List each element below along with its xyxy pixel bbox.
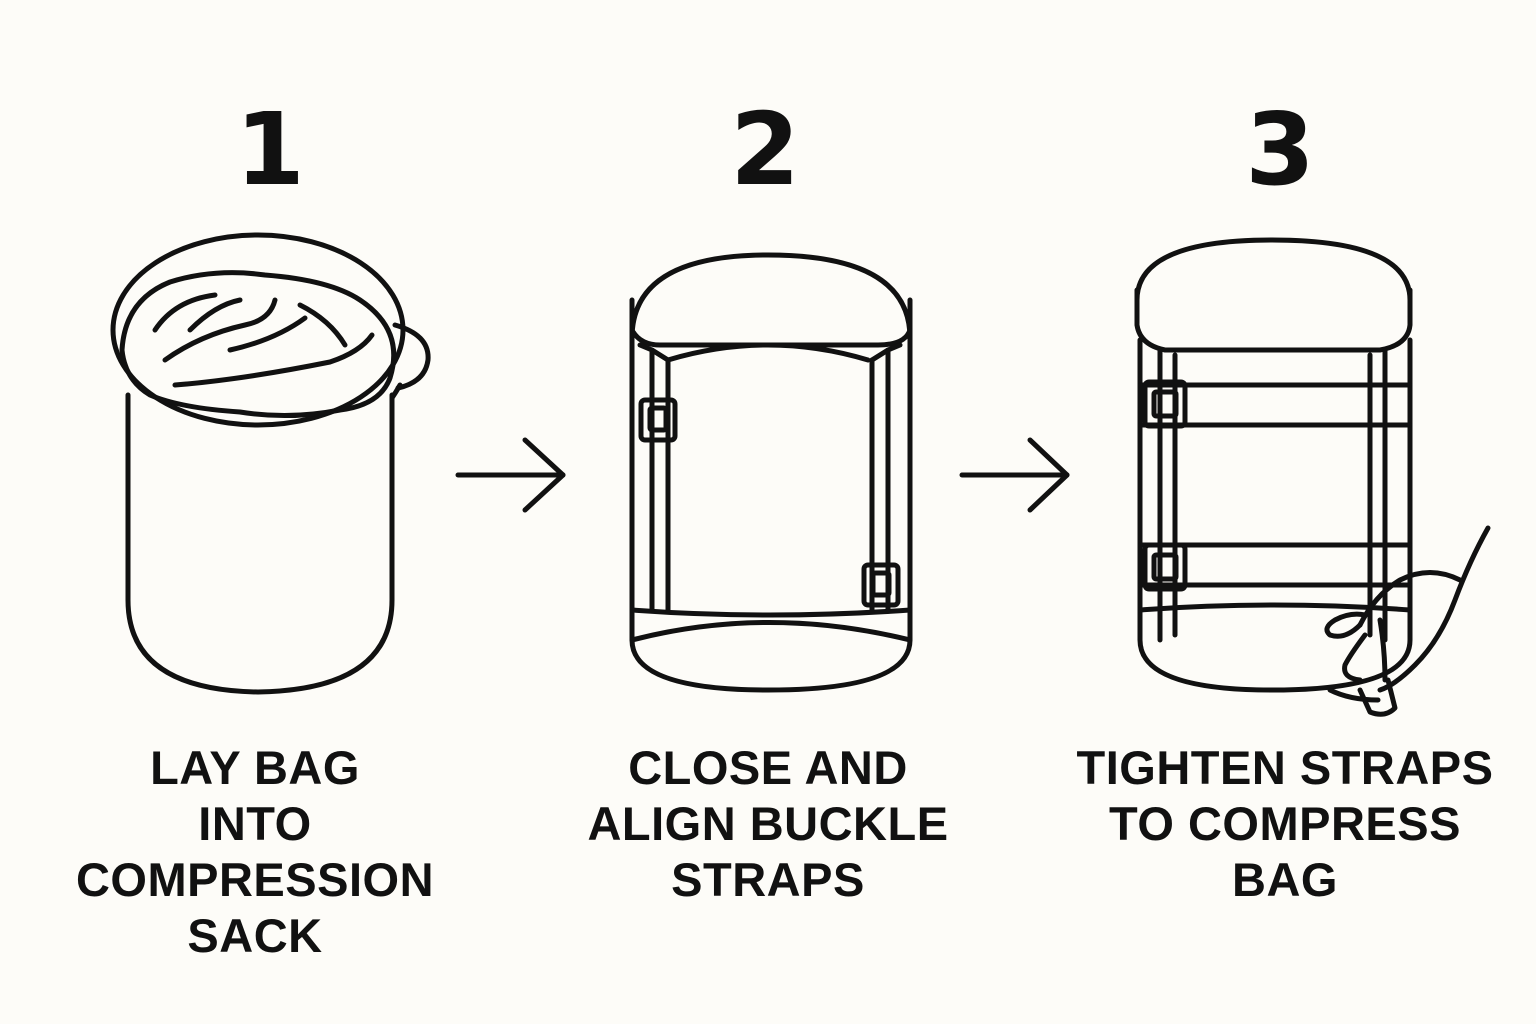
open-sack-icon: [110, 232, 431, 695]
step-1-number: 1: [235, 91, 305, 208]
step-2-caption: CLOSE AND ALIGN BUCKLE STRAPS: [568, 740, 968, 908]
caption-line: COMPRESSION: [75, 853, 435, 906]
arrow-right-icon: [455, 437, 566, 513]
closed-sack-icon: [629, 252, 913, 693]
caption-line: SACK: [187, 909, 323, 962]
caption-line: ALIGN BUCKLE: [587, 797, 949, 850]
caption-line: INTO: [198, 797, 312, 850]
caption-line: TO COMPRESS: [1109, 797, 1461, 850]
hand-icon: [1324, 525, 1491, 717]
compressed-sack-icon: [1134, 237, 1413, 693]
caption-line: TIGHTEN STRAPS: [1076, 741, 1494, 794]
caption-line: STRAPS: [671, 853, 865, 906]
caption-line: LAY BAG: [150, 741, 360, 794]
arrow-right-icon: [959, 437, 1070, 513]
step-1-caption: LAY BAG INTO COMPRESSION SACK: [50, 740, 460, 964]
step-3-number: 3: [1245, 91, 1315, 208]
step-3-caption: TIGHTEN STRAPS TO COMPRESS BAG: [1060, 740, 1510, 908]
step-2-number: 2: [730, 91, 800, 208]
caption-line: BAG: [1232, 853, 1338, 906]
caption-line: CLOSE AND: [628, 741, 908, 794]
